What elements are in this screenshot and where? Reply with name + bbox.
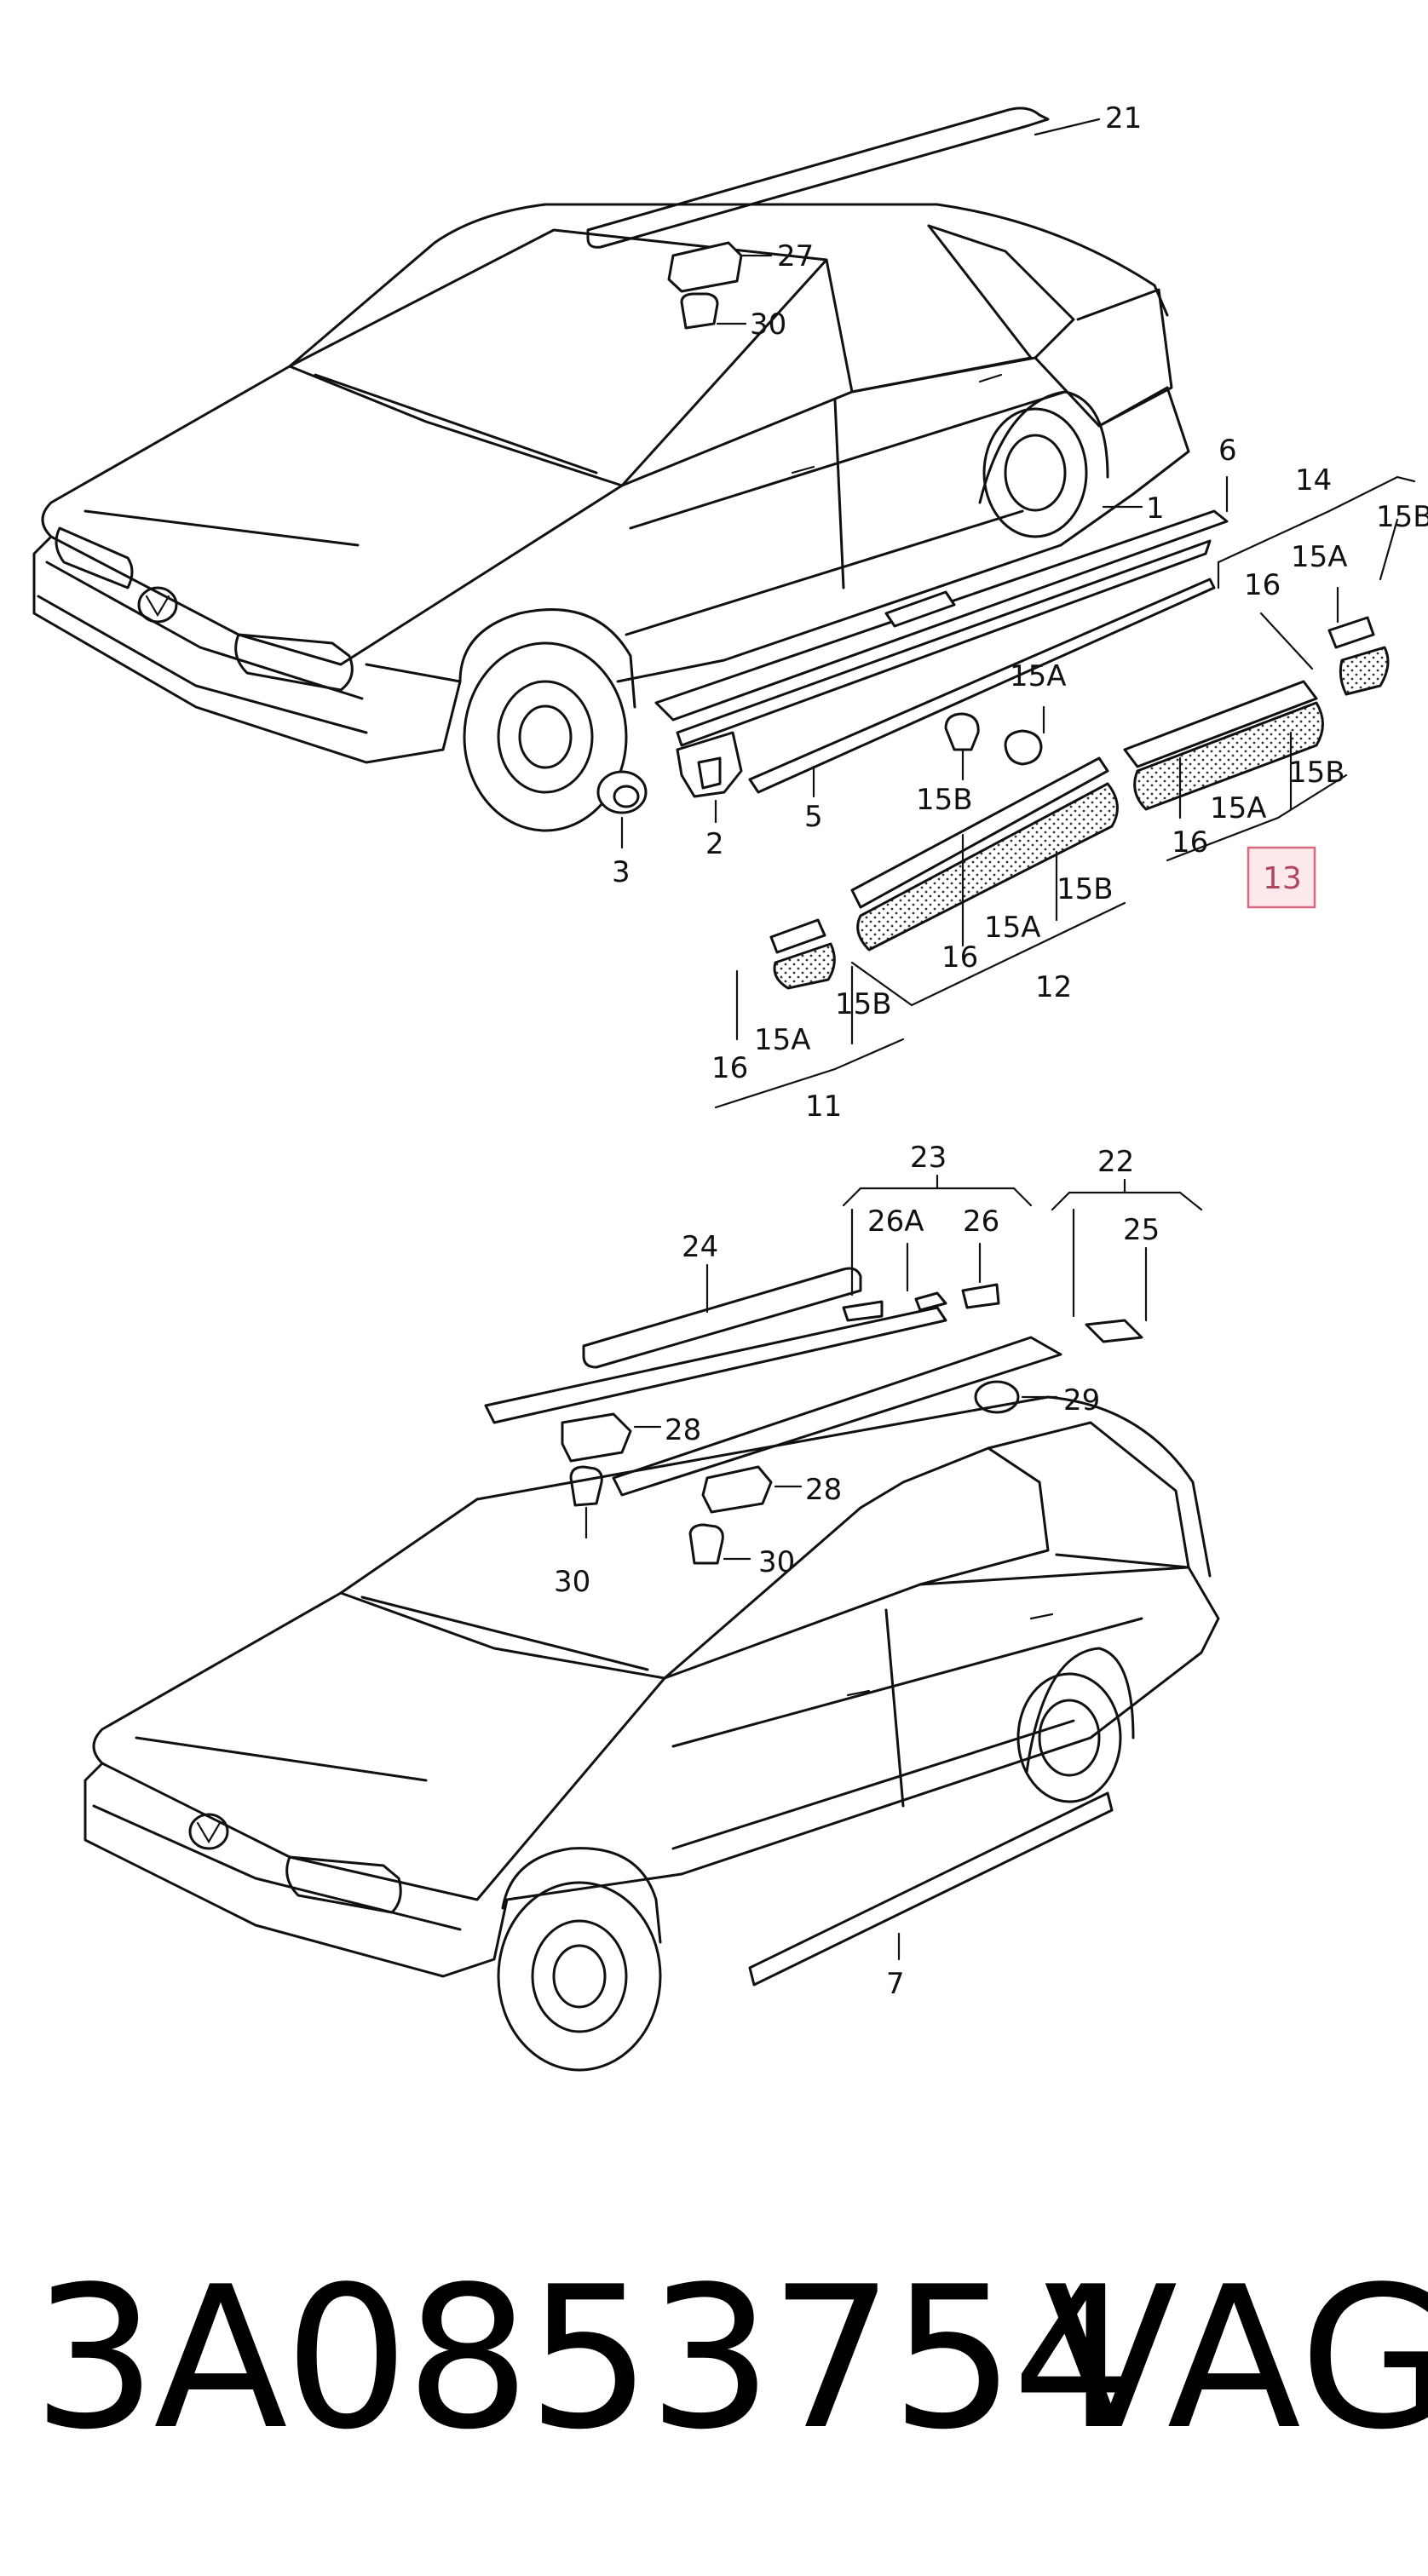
callout-15a: 15A <box>1010 659 1067 693</box>
sedan-drawing <box>32 106 1190 832</box>
callout-16: 16 <box>941 940 978 975</box>
callout-16: 16 <box>711 1051 748 1085</box>
callout-23: 23 <box>910 1141 947 1175</box>
callout-27: 27 <box>777 239 814 273</box>
sill-trim-parts <box>596 509 1229 814</box>
callout-16: 16 <box>1172 825 1208 860</box>
callout-29: 29 <box>1063 1383 1100 1417</box>
callout-15b: 15B <box>1057 872 1114 906</box>
callout-15b: 15B <box>916 783 973 817</box>
callout-12: 12 <box>1035 970 1072 1004</box>
callout-28: 28 <box>805 1473 842 1507</box>
callout-21: 21 <box>1105 101 1142 135</box>
callout-16: 16 <box>1244 568 1281 602</box>
callout-5: 5 <box>804 800 823 834</box>
callout-14: 14 <box>1295 463 1332 497</box>
callout-24: 24 <box>682 1230 718 1264</box>
brand-name: VAG <box>1044 2245 1428 2473</box>
callout-6: 6 <box>1218 434 1237 468</box>
callout-15b: 15B <box>835 987 892 1021</box>
callout-15b: 15B <box>1376 500 1428 534</box>
callout-15a: 15A <box>1210 791 1267 825</box>
callout-26: 26 <box>963 1205 999 1239</box>
callout-15b: 15B <box>1288 756 1345 790</box>
callout-11: 11 <box>805 1090 842 1124</box>
callout-25: 25 <box>1123 1213 1160 1247</box>
callout-28: 28 <box>665 1413 701 1447</box>
callout-3: 3 <box>612 855 631 889</box>
callout-15a: 15A <box>1291 540 1348 574</box>
callout-22: 22 <box>1097 1145 1134 1179</box>
callout-30: 30 <box>750 308 786 342</box>
footer-caption: 3A0853754 VAG <box>0 2249 1428 2470</box>
callout-26a: 26A <box>867 1205 924 1239</box>
callout-30: 30 <box>758 1545 795 1579</box>
callout-15a: 15A <box>984 911 1041 945</box>
callout-7: 7 <box>886 1967 905 2001</box>
part-number: 3A0853754 <box>32 2245 1137 2473</box>
side-moulding-sets <box>620 118 1416 1109</box>
exploded-view-illustration: 21 27 30 6 1 14 15B 15A 16 15A 15B 15A 1… <box>32 101 1428 2072</box>
highlight-box-13 <box>1247 846 1316 909</box>
highlighted-callout-13: 13 <box>1263 861 1302 896</box>
callout-15a: 15A <box>754 1023 811 1057</box>
callout-2: 2 <box>705 827 724 861</box>
callout-1: 1 <box>1146 492 1165 526</box>
estate-drawing <box>83 1174 1220 2072</box>
callout-labels: 21 27 30 6 1 14 15B 15A 16 15A 15B 15A 1… <box>554 101 1428 2001</box>
callout-30: 30 <box>554 1565 590 1599</box>
